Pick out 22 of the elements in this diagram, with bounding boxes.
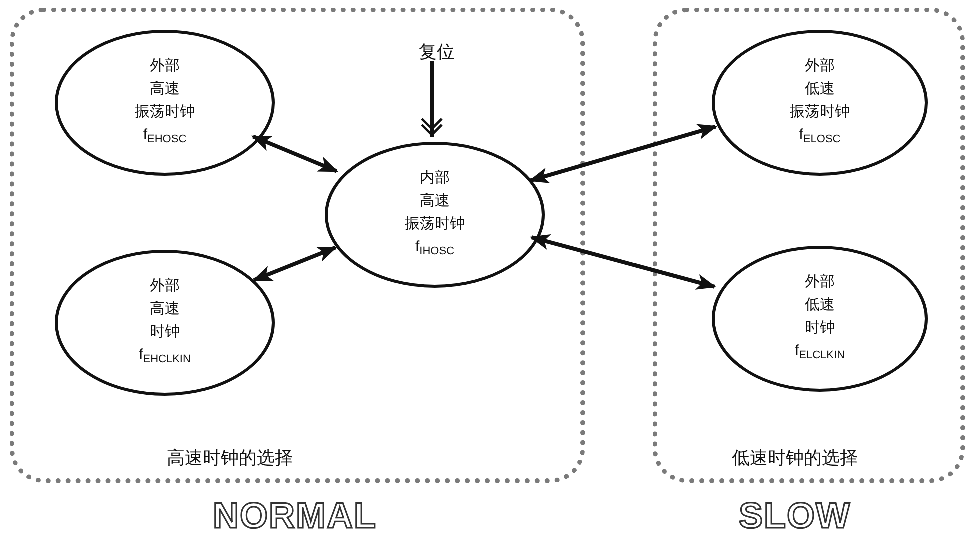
reset-arrow — [420, 61, 444, 137]
clock-source-ellipse — [55, 250, 275, 396]
mode-title: NORMAL — [212, 495, 378, 537]
mode-title: SLOW — [738, 495, 852, 537]
dotted-region-frame — [653, 8, 965, 483]
double-headed-arrow — [530, 234, 717, 290]
frequency-symbol: f$_{ELOSC}$ — [799, 126, 841, 148]
dotted-region-frame — [10, 8, 585, 483]
region-caption: 高速时钟的选择 — [166, 447, 294, 470]
region-caption: 低速时钟的选择 — [731, 447, 859, 470]
frequency-symbol: f$_{IHOSC}$ — [415, 238, 454, 260]
double-headed-arrow — [251, 134, 339, 174]
frequency-symbol: f$_{EHCLKIN}$ — [139, 346, 191, 368]
clock-source-ellipse — [55, 30, 275, 176]
clock-source-ellipse — [712, 30, 928, 176]
clock-source-ellipse — [325, 142, 545, 288]
frequency-symbol: f$_{EHOSC}$ — [143, 126, 187, 148]
double-headed-arrow — [528, 124, 718, 184]
clock-source-ellipse — [712, 246, 928, 392]
frequency-symbol: f$_{ELCLKIN}$ — [794, 342, 846, 364]
double-headed-arrow — [252, 246, 338, 282]
reset-label: 复位 — [418, 41, 456, 65]
